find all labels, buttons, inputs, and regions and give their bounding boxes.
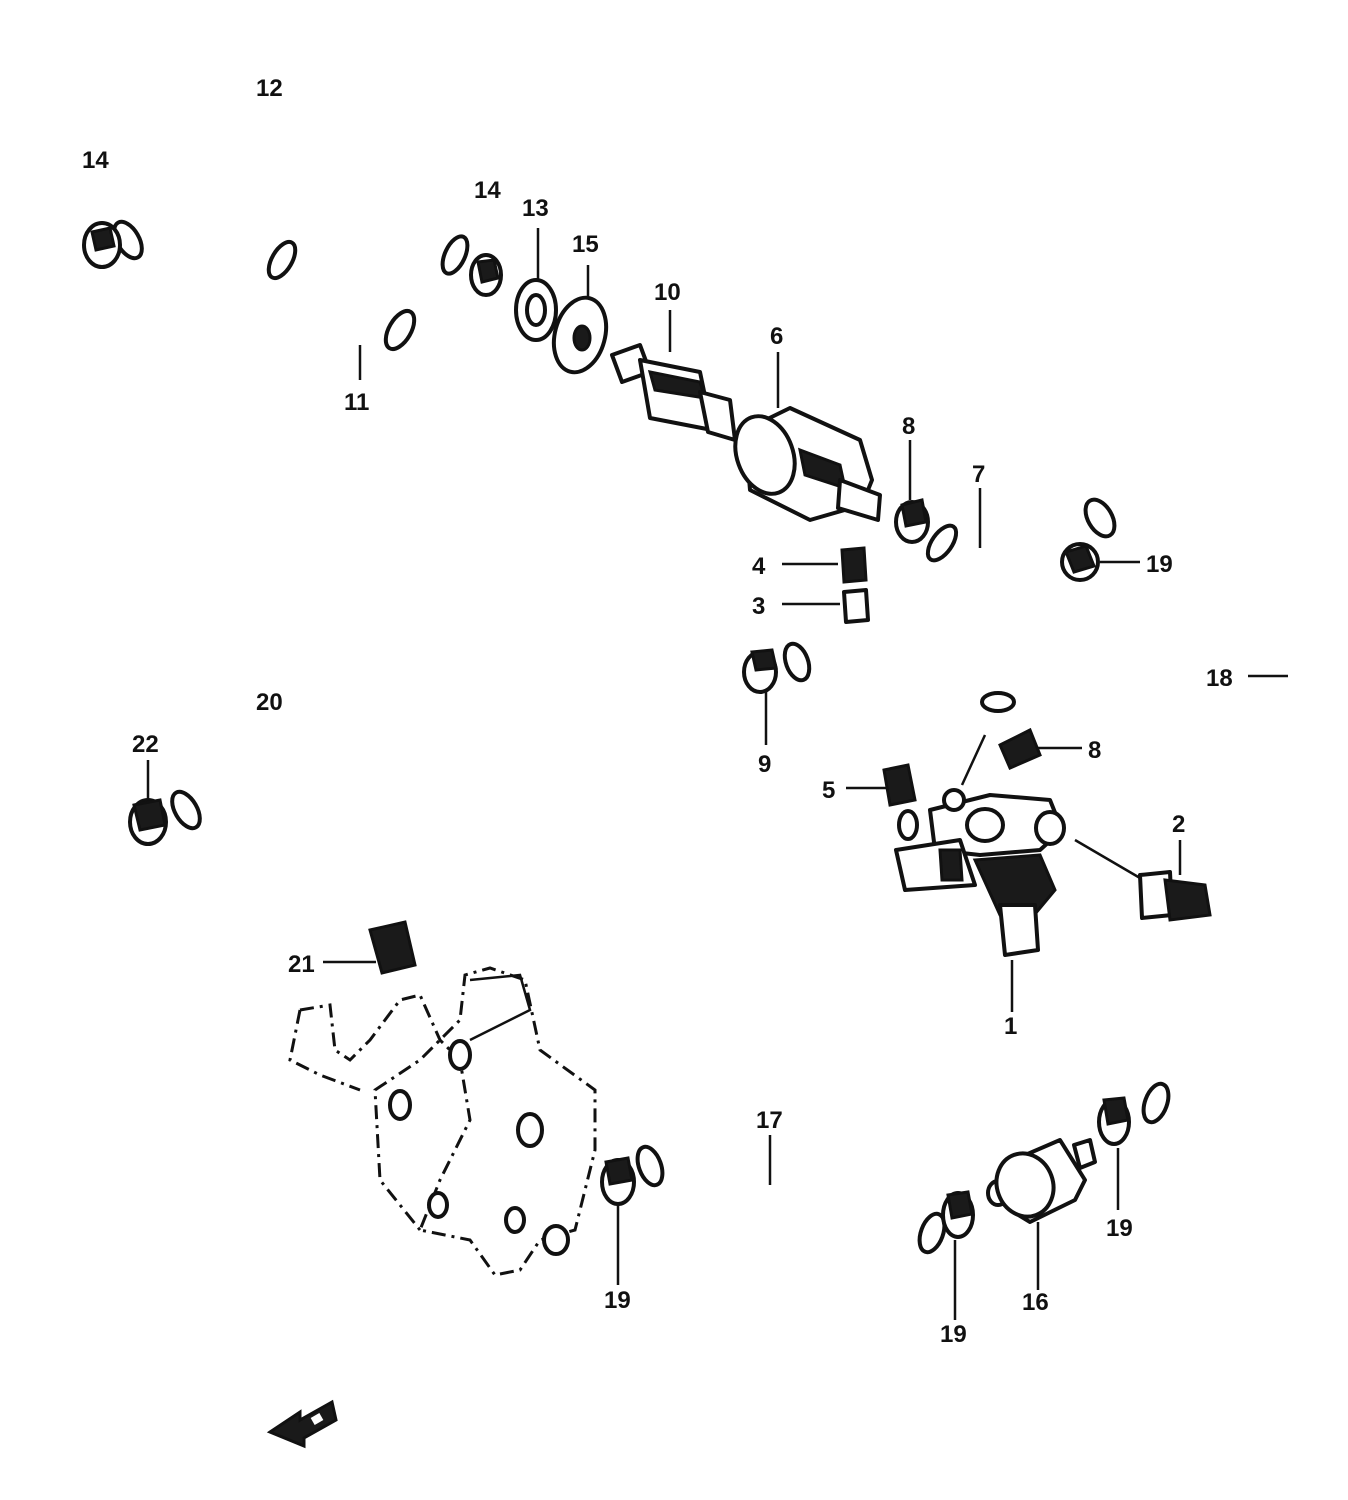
label-6: 6	[770, 323, 783, 350]
clamp-9	[742, 648, 778, 745]
clamp-14-right	[469, 253, 503, 297]
label-12: 12	[256, 75, 283, 102]
hose-12	[112, 165, 471, 276]
label-8-lower: 8	[1088, 737, 1101, 764]
clamp-21	[323, 920, 417, 975]
seal-15	[551, 265, 609, 375]
cap-4	[782, 546, 868, 584]
label-10: 10	[654, 279, 681, 306]
filter-16	[986, 1138, 1097, 1290]
label-7: 7	[972, 461, 985, 488]
hose-7	[925, 488, 1066, 626]
clamp-22	[128, 760, 168, 846]
label-19-upper: 19	[1146, 551, 1173, 578]
hose-20	[169, 748, 401, 951]
clamp-8-lower	[998, 727, 1082, 770]
label-19-right: 19	[1106, 1215, 1133, 1242]
label-22: 22	[132, 731, 159, 758]
clamp-14-left	[82, 221, 122, 269]
clamp-19-right	[1097, 1096, 1131, 1210]
label-5: 5	[822, 777, 835, 804]
label-19-middle: 19	[940, 1321, 967, 1348]
clamp-19-left	[600, 1156, 636, 1285]
clamp-8-upper	[894, 440, 930, 544]
bolt-2	[1074, 838, 1212, 922]
label-2: 2	[1172, 811, 1185, 838]
label-11: 11	[344, 389, 369, 416]
fuel-body-6	[733, 352, 882, 522]
hose-17	[634, 1126, 947, 1267]
hose-pieces-11	[266, 239, 417, 380]
label-13: 13	[522, 195, 549, 222]
engine-plate	[288, 966, 597, 1277]
clamp-19-middle	[941, 1190, 975, 1320]
label-19-left: 19	[604, 1287, 631, 1314]
label-15: 15	[572, 231, 599, 258]
t-hose-assembly	[782, 620, 1098, 793]
fitting-10	[610, 310, 737, 442]
tube-3	[782, 588, 870, 624]
arrow-left-icon	[266, 1399, 338, 1449]
clamp-19-upper	[1060, 542, 1140, 582]
label-14-left: 14	[82, 147, 109, 174]
label-9: 9	[758, 751, 771, 778]
clamp-5	[846, 763, 917, 807]
label-21: 21	[288, 951, 315, 978]
label-1: 1	[1004, 1013, 1017, 1040]
washer-13	[514, 228, 558, 342]
label-17: 17	[756, 1107, 783, 1134]
label-4: 4	[752, 553, 766, 580]
label-14-right: 14	[474, 177, 501, 204]
label-20: 20	[256, 689, 283, 716]
label-8-upper: 8	[902, 413, 915, 440]
label-16: 16	[1022, 1289, 1049, 1316]
label-18: 18	[1206, 665, 1233, 692]
label-3: 3	[752, 593, 765, 620]
hose-18	[1083, 427, 1322, 1125]
fuel-cock-1	[894, 734, 1066, 1012]
